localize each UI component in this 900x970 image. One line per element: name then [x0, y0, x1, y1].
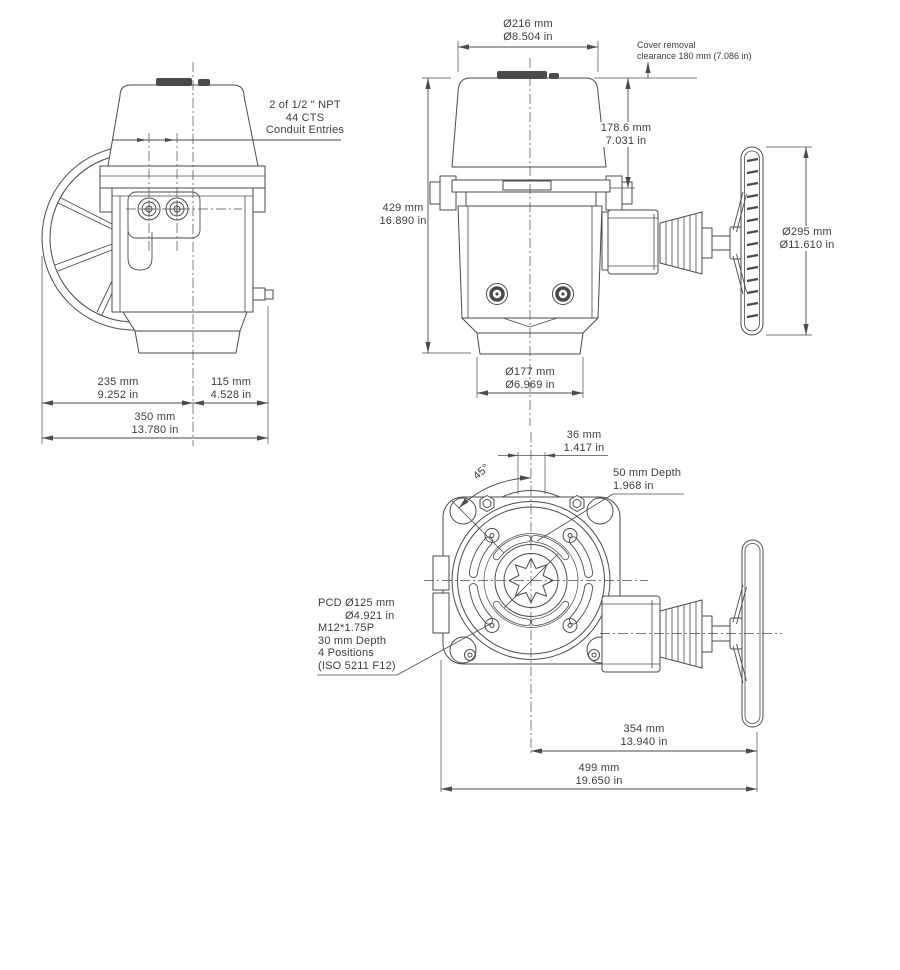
actuator-cover-side — [108, 78, 258, 166]
arc-slots-outer — [473, 541, 588, 620]
conduit-entries-note: 2 of 1/2 " NPT 44 CTS Conduit Entries — [265, 99, 345, 136]
socket-depth-note: 50 mm Depth 1.968 in — [613, 467, 682, 492]
gearbox-bottom — [602, 596, 742, 672]
actuator-base-side — [123, 312, 247, 353]
cover-removal-note: Cover removal clearance 180 mm (7.086 in… — [637, 40, 752, 61]
bottom-view — [317, 432, 782, 792]
dim-side-width-total: 350 mm 13.780 in — [131, 411, 179, 436]
side-centerlines — [126, 62, 242, 446]
gearbox-front — [602, 210, 742, 274]
pcd-mounting-note: PCD Ø125 mm Ø4.921 in M12*1.75P 30 mm De… — [318, 597, 396, 672]
actuator-cover-front — [452, 71, 606, 167]
actuator-base-front — [477, 333, 583, 354]
dim-overall-width: 499 mm 19.650 in — [575, 762, 623, 787]
dim-cover-height: 178.6 mm 7.031 in — [598, 122, 654, 147]
arc-slots-inner — [497, 539, 566, 623]
actuator-body-side — [100, 166, 273, 312]
flange-screws — [485, 529, 577, 633]
bottom-centerlines — [424, 432, 782, 756]
side-dimensions — [42, 256, 268, 444]
dim-side-width-right: 115 mm 4.528 in — [210, 376, 252, 401]
dim-total-height: 429 mm 16.890 in — [379, 202, 427, 227]
dim-cover-diameter: Ø216 mm Ø8.504 in — [503, 18, 553, 43]
actuator-flange-front — [430, 176, 632, 210]
side-view — [42, 62, 341, 446]
dim-center-to-wheel: 354 mm 13.940 in — [620, 723, 668, 748]
handwheel-front — [733, 147, 763, 335]
conduit-callout-leader — [112, 138, 341, 142]
dim-shaft-offset: 36 mm 1.417 in — [563, 429, 605, 454]
dim-base-diameter: Ø177 mm Ø6.969 in — [505, 366, 555, 391]
dim-handwheel-diameter: Ø295 mm Ø11.610 in — [777, 226, 837, 251]
bottom-dimensions — [317, 452, 757, 792]
front-view — [422, 41, 812, 426]
dim-side-width-left: 235 mm 9.252 in — [97, 376, 139, 401]
